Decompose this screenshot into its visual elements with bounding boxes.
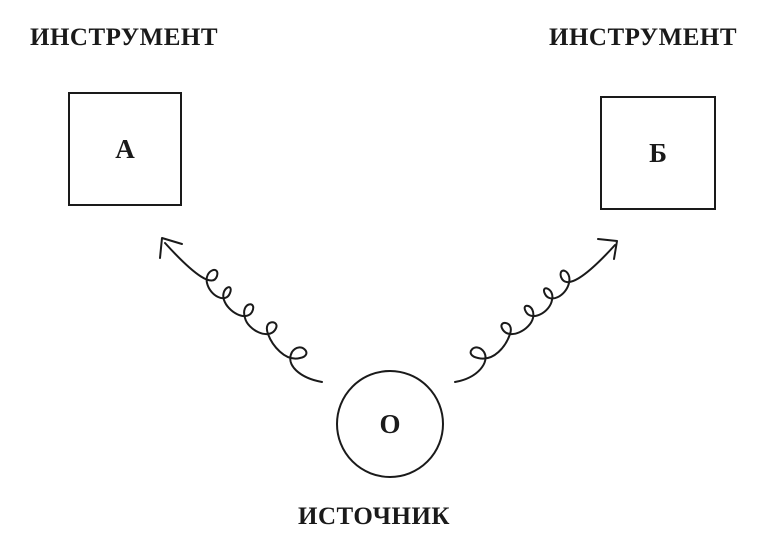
instrument-b-letter: Б <box>649 137 667 168</box>
source-circle: О <box>336 370 444 478</box>
instrument-b-title: ИНСТРУМЕНТ <box>549 24 738 51</box>
source-title: ИСТОЧНИК <box>298 503 451 530</box>
instrument-a-box: А <box>68 92 182 206</box>
particle-path-to-b <box>454 244 616 383</box>
arrow-head-a <box>159 237 183 259</box>
instrument-a-letter: А <box>115 133 135 164</box>
source-letter: О <box>379 408 401 439</box>
instrument-a-title: ИНСТРУМЕНТ <box>30 24 219 51</box>
arrow-head-b <box>597 238 618 260</box>
particle-path-to-a <box>164 242 323 383</box>
instrument-b-box: Б <box>600 96 716 210</box>
